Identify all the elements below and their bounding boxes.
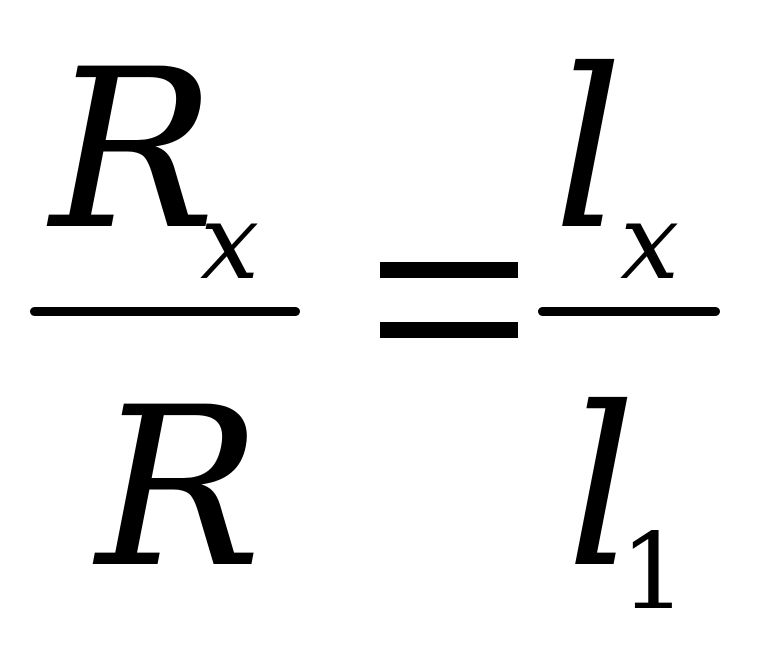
right-denominator-subscript: 1 (620, 511, 687, 633)
equals-sign-top-bar (380, 262, 518, 278)
left-numerator-subscript: x (200, 181, 260, 303)
left-numerator-main: R (50, 22, 216, 278)
left-denominator-main: R (96, 360, 262, 616)
right-numerator-main: l (553, 22, 624, 278)
right-denominator-main: l (566, 360, 637, 616)
right-numerator-subscript: x (620, 181, 680, 303)
left-fraction-bar (30, 307, 300, 316)
right-fraction-bar (538, 307, 720, 316)
equals-sign-bottom-bar (380, 322, 518, 338)
